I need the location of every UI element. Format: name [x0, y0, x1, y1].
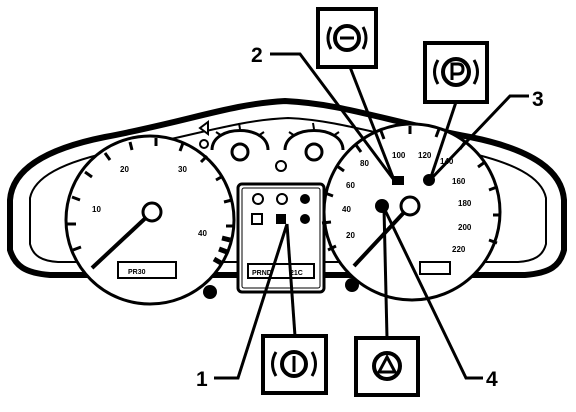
speedometer-needle: [352, 204, 412, 268]
speedometer-tick-160: 160: [452, 177, 466, 186]
speedometer-hub: [399, 195, 421, 217]
warning-lamp: [300, 194, 310, 204]
leader-line-2: [270, 52, 396, 181]
hazard-warning-icon-box: [354, 336, 420, 397]
speedometer-tick-60: 60: [346, 181, 355, 190]
tachometer-needle: [90, 210, 154, 270]
leader-line-4: [382, 207, 483, 380]
tachometer-tick-10: 10: [92, 205, 101, 214]
left-indicator-lamps: [198, 120, 287, 172]
tachometer-redzone: [212, 235, 231, 266]
leader-line-3-inset: [428, 101, 458, 181]
leader-line-3: [428, 94, 529, 182]
trip-display: [419, 261, 451, 275]
hazard-warning-icon: [372, 351, 402, 381]
tachometer-tick-40: 40: [198, 229, 207, 238]
abs-icon-box: [261, 334, 328, 395]
speedometer-tick-80: 80: [360, 159, 369, 168]
gear-indicator-left: PRND: [252, 270, 272, 277]
odometer-display: [117, 261, 177, 279]
brake-warning-icon-box: [316, 7, 378, 69]
speedometer-tick-20: 20: [346, 231, 355, 240]
tachometer-scale: [67, 138, 234, 252]
abs-warning-lamp: [276, 214, 286, 224]
speedometer-tick-40: 40: [342, 205, 351, 214]
temperature-gauge: [210, 122, 270, 162]
callout-1: 1: [196, 368, 208, 391]
callout-2: 2: [251, 44, 263, 67]
leader-line-1: [214, 223, 289, 380]
parking-brake-icon-box: [423, 41, 489, 104]
tachometer-hub: [141, 201, 163, 223]
brake-warning-lamp: [392, 176, 404, 185]
warning-lamp: [251, 213, 263, 225]
abs-icon: [271, 350, 317, 378]
leader-line-4-inset: [382, 207, 389, 339]
speedometer-tick-200: 200: [458, 223, 472, 232]
tachometer-tick-30: 30: [178, 165, 187, 174]
speedometer: 20 40 60 80 100 120 140 160 180 200 220: [321, 122, 502, 302]
warning-lamp: [300, 214, 310, 224]
callout-3: 3: [532, 88, 544, 111]
leader-lines: [214, 52, 529, 380]
speedometer-tick-100: 100: [392, 151, 406, 160]
speedometer-tick-120: 120: [418, 151, 432, 160]
leader-line-1-inset: [285, 223, 297, 337]
warning-lamp: [252, 193, 264, 205]
gear-indicator-right: 21C: [290, 270, 303, 277]
brake-warning-icon: [326, 24, 368, 52]
indicator-lamp: [203, 285, 217, 299]
leader-line-2-inset: [348, 66, 396, 181]
tachometer: 10 20 30 40 PR30: [64, 134, 236, 306]
tachometer-tick-20: 20: [120, 165, 129, 174]
warning-lamp: [276, 193, 288, 205]
speedometer-tick-220: 220: [452, 245, 466, 254]
speedometer-tick-180: 180: [458, 199, 472, 208]
odometer-readout: PR30: [128, 269, 146, 276]
fuel-gauge: [283, 122, 345, 162]
gear-indicator: [247, 263, 315, 279]
callout-4: 4: [486, 368, 498, 391]
indicator-lamp: [345, 278, 359, 292]
parking-brake-icon: [433, 57, 479, 87]
